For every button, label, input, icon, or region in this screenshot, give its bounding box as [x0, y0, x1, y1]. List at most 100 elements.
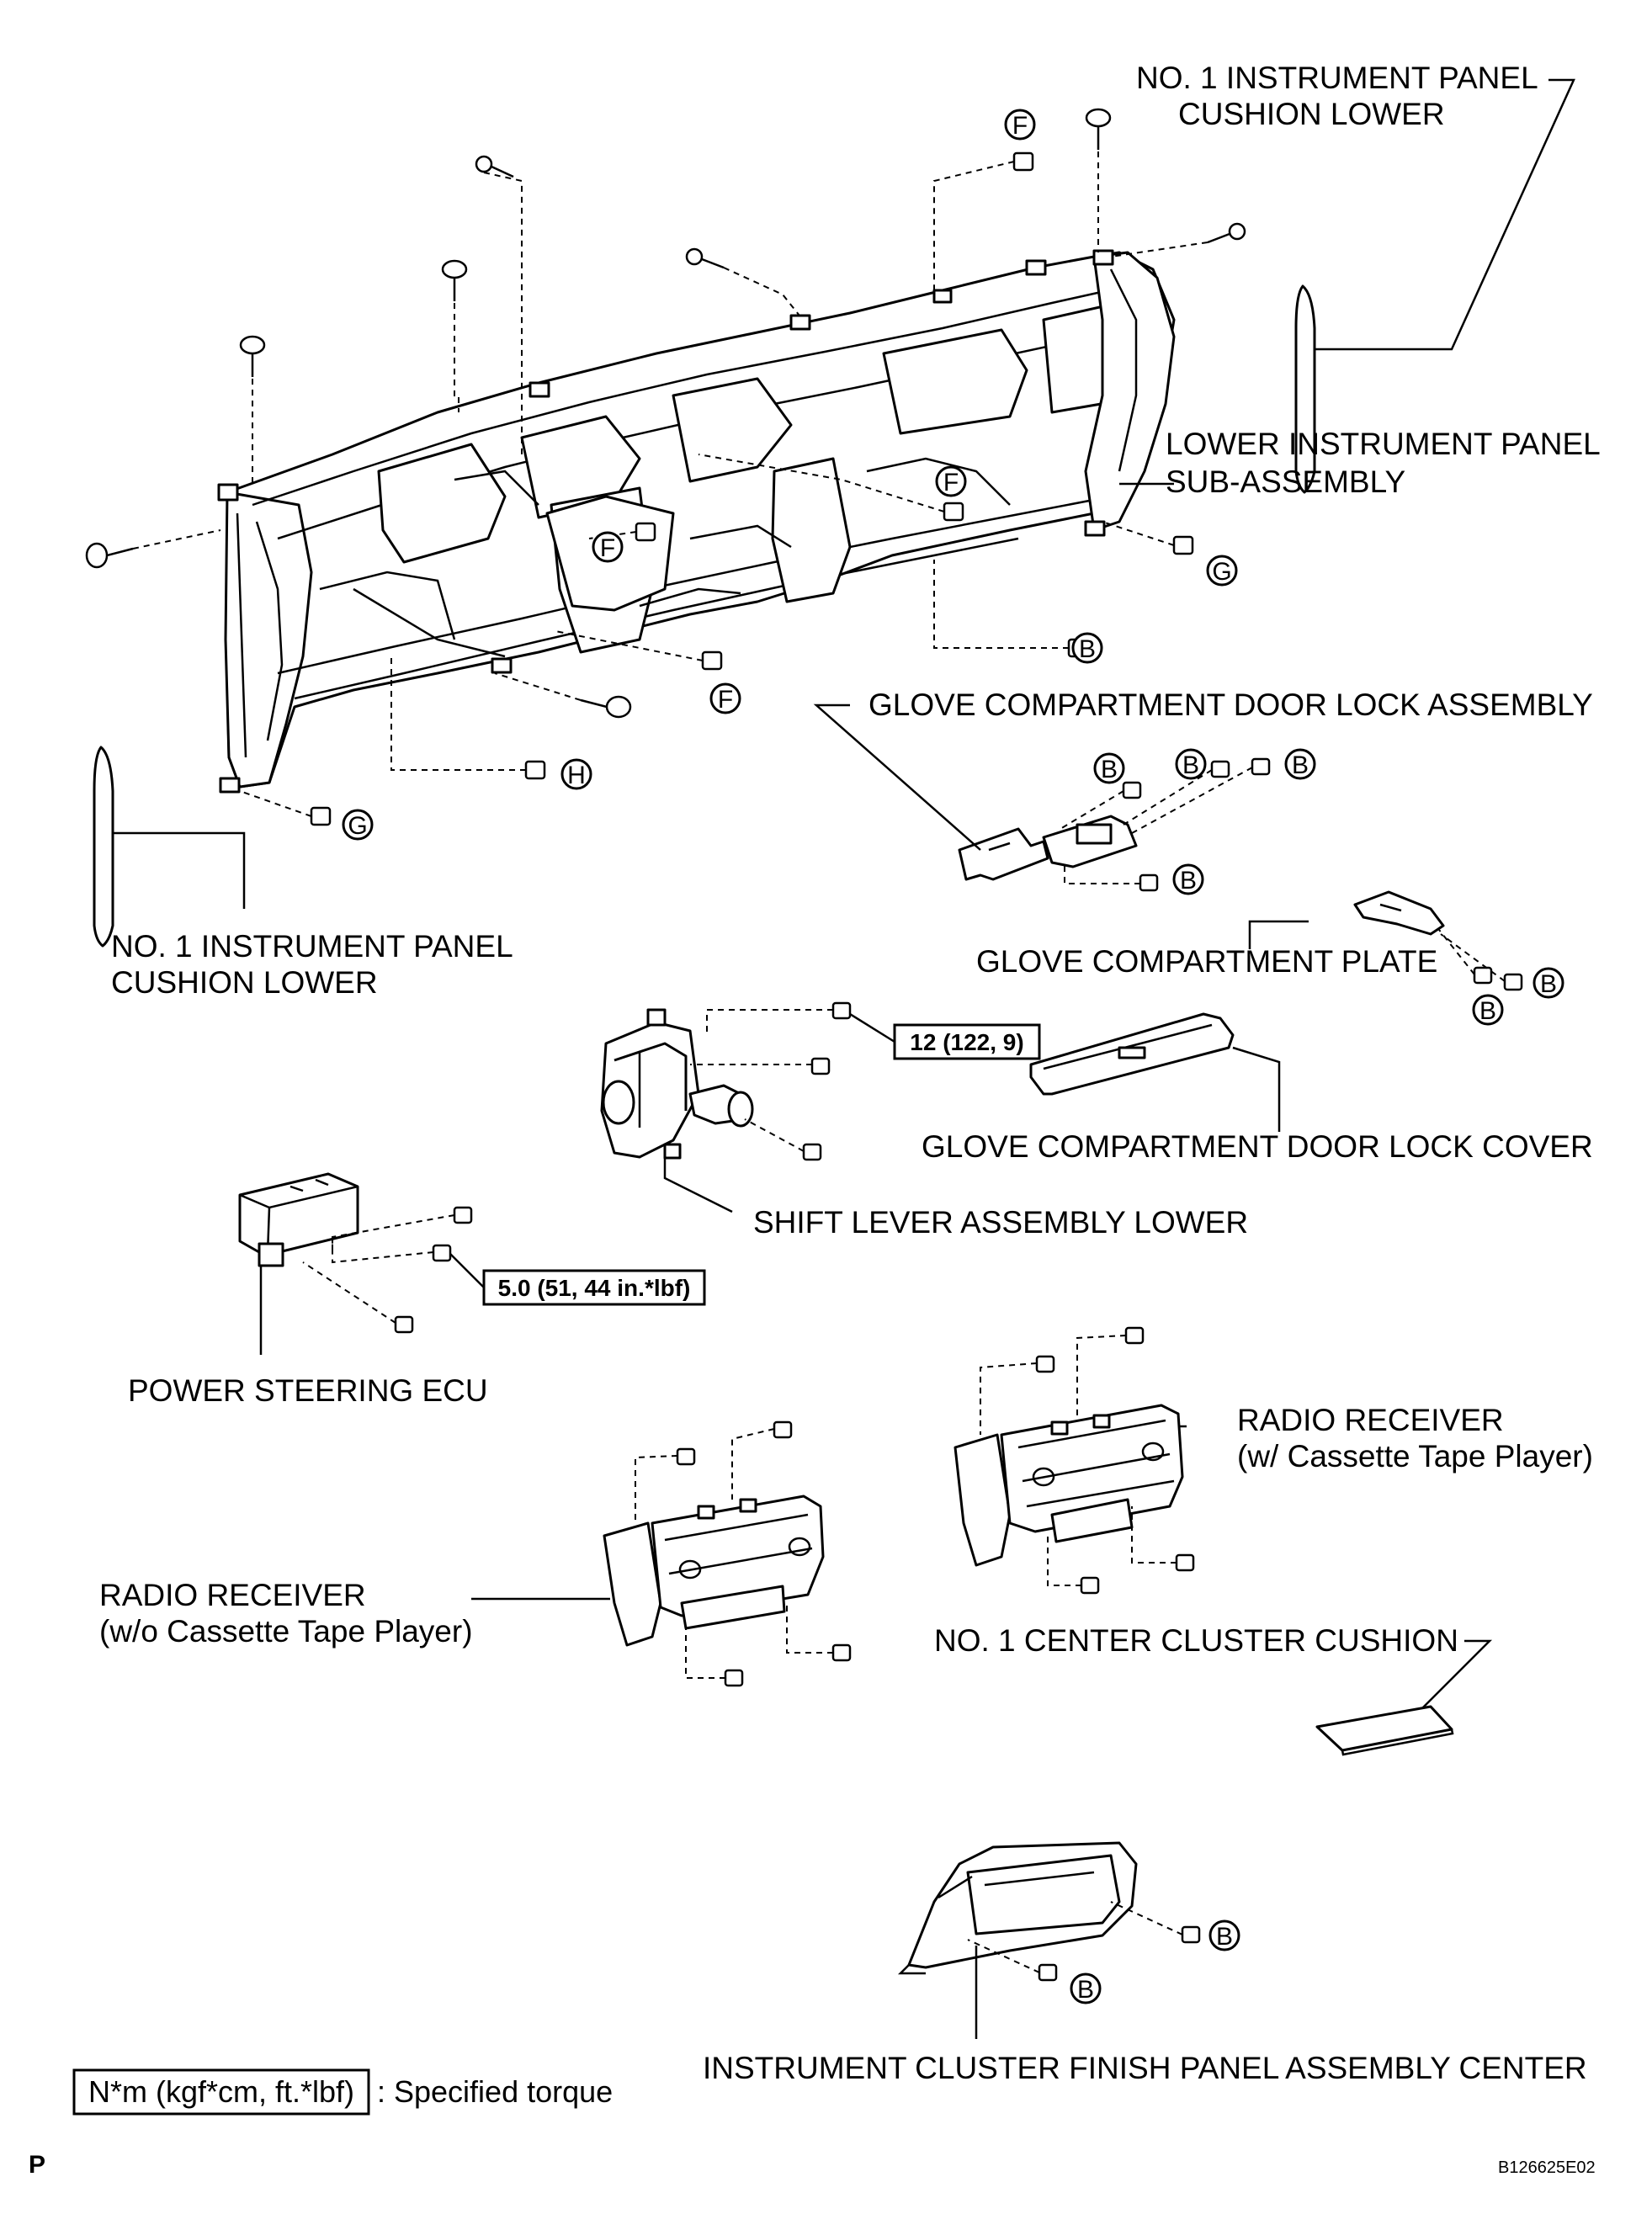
fastener-code-b: B: [1175, 748, 1207, 780]
fastener-code-f: F: [709, 682, 741, 714]
torque-box-shift-lever: 12 (122, 9): [849, 1012, 1041, 1060]
fastener-code-b: B: [1070, 1972, 1102, 2004]
fastener-code-b: B: [1093, 752, 1125, 784]
bolt-icon: [943, 502, 964, 522]
svg-text:B: B: [1292, 751, 1309, 779]
shift-lever-assembly-lower-drawing: [600, 1008, 754, 1160]
svg-text:B: B: [1479, 997, 1496, 1025]
svg-text:B: B: [1079, 635, 1096, 663]
screw-icon: [1207, 222, 1246, 244]
no1-center-cluster-cushion-drawing: [1315, 1705, 1454, 1756]
torque-box-power-steering: 5.0 (51, 44 in.*lbf): [449, 1253, 706, 1306]
fastener-code-b: B: [1071, 632, 1103, 664]
label-shift-lever: SHIFT LEVER ASSEMBLY LOWER: [753, 1205, 1248, 1240]
label-center-cushion: NO. 1 CENTER CLUSTER CUSHION: [934, 1623, 1458, 1658]
svg-text:12 (122, 9): 12 (122, 9): [910, 1029, 1023, 1055]
label-glove-lock: GLOVE COMPARTMENT DOOR LOCK ASSEMBLY: [868, 688, 1593, 722]
svg-text:B: B: [1540, 970, 1557, 998]
fastener-code-g: G: [1206, 555, 1238, 587]
fastener-code-f: F: [592, 531, 624, 563]
bolt-icon: [810, 1057, 831, 1075]
bolt-icon: [1210, 760, 1230, 778]
bolt-icon: [676, 1447, 696, 1466]
label-radio-without-line2: (w/o Cassette Tape Player): [99, 1614, 473, 1649]
bolt-icon: [1139, 873, 1159, 892]
instrument-cluster-finish-panel-drawing: [897, 1841, 1138, 1975]
bolt-icon: [453, 1206, 473, 1224]
svg-text:5.0 (51, 44 in.*lbf): 5.0 (51, 44 in.*lbf): [498, 1275, 691, 1301]
label-power-steering: POWER STEERING ECU: [128, 1373, 488, 1408]
installation-lines: [132, 151, 1506, 1973]
bolt-icon: [1251, 757, 1271, 776]
svg-text:B: B: [1077, 1976, 1094, 2004]
svg-text:B: B: [1216, 1923, 1233, 1951]
bolt-icon: [1012, 151, 1034, 172]
fastener-code-markers: F F F F G G H B B B B B B B B B: [342, 109, 1564, 2004]
bolt-icon: [802, 1143, 822, 1161]
bolt-icon: [432, 1244, 452, 1262]
label-cushion-lower-left-line1: NO. 1 INSTRUMENT PANEL: [111, 929, 513, 964]
fastener-code-g: G: [342, 809, 374, 841]
leader-lines: [113, 78, 1575, 2039]
label-cushion-lower-left-line2: CUSHION LOWER: [111, 965, 378, 1000]
bolt-icon: [310, 806, 332, 826]
svg-text:H: H: [567, 762, 586, 789]
svg-text:B: B: [1182, 751, 1199, 779]
svg-text:B: B: [1101, 756, 1118, 783]
legend-unit: N*m (kgf*cm, ft.*lbf): [88, 2074, 354, 2109]
svg-text:F: F: [943, 469, 959, 496]
bolt-icon: [1172, 535, 1194, 555]
bolt-icon: [1175, 1553, 1195, 1572]
bolt-icon: [524, 760, 546, 780]
svg-text:F: F: [718, 686, 733, 714]
legend-text: : Specified torque: [377, 2074, 613, 2109]
label-finish-panel: INSTRUMENT CLUSTER FINISH PANEL ASSEMBLY…: [703, 2051, 1587, 2085]
label-glove-cover: GLOVE COMPARTMENT DOOR LOCK COVER: [922, 1129, 1593, 1164]
page-letter: P: [29, 2151, 45, 2179]
label-lower-panel-line2: SUB-ASSEMBLY: [1166, 465, 1405, 499]
bolt-icon: [1122, 781, 1142, 799]
bolt-icon: [1038, 1963, 1058, 1982]
push-clip-icon: [1085, 108, 1112, 150]
glove-compartment-plate-drawing: [1353, 890, 1445, 936]
torque-legend: N*m (kgf*cm, ft.*lbf) : Specified torque: [72, 2068, 613, 2116]
svg-text:F: F: [600, 534, 615, 562]
fastener-code-f: F: [1004, 109, 1036, 141]
label-radio-with-line2: (w/ Cassette Tape Player): [1237, 1439, 1593, 1473]
radio-receiver-without-cassette-drawing: [603, 1495, 825, 1647]
bolt-icon: [724, 1669, 744, 1687]
bolt-icon: [1080, 1576, 1100, 1595]
bolt-icon: [701, 650, 723, 671]
bolt-icon: [635, 522, 656, 542]
label-lower-panel-line1: LOWER INSTRUMENT PANEL: [1166, 427, 1601, 461]
fastener-code-b: B: [1472, 994, 1504, 1026]
part-labels: NO. 1 INSTRUMENT PANEL CUSHION LOWER LOW…: [99, 61, 1601, 2085]
fastener-code-b: B: [1208, 1919, 1240, 1951]
fastener-code-f: F: [935, 465, 967, 497]
label-radio-with-line1: RADIO RECEIVER: [1237, 1403, 1504, 1437]
bolt-icon: [831, 1643, 852, 1662]
screw-icon: [475, 155, 514, 178]
screw-icon: [685, 247, 725, 269]
bolt-icon: [831, 1001, 852, 1020]
svg-text:F: F: [1012, 112, 1028, 140]
push-clip-icon: [441, 259, 468, 301]
push-clip-icon: [239, 335, 266, 377]
label-radio-without-line1: RADIO RECEIVER: [99, 1578, 366, 1612]
bolt-icon: [1503, 973, 1523, 991]
fastener-code-b: B: [1532, 967, 1564, 999]
bolt-icon: [1181, 1925, 1201, 1944]
fastener-code-b: B: [1284, 748, 1316, 780]
push-clip-icon: [580, 695, 632, 719]
bolt-icon: [1473, 966, 1493, 985]
lower-instrument-panel-drawing: [217, 249, 1176, 794]
glove-compartment-door-lock-drawing: [958, 815, 1138, 881]
torque-boxes: 12 (122, 9) 5.0 (51, 44 in.*lbf): [449, 1012, 1041, 1306]
bolt-icon: [773, 1420, 793, 1439]
fastener-code-b: B: [1172, 863, 1204, 895]
figure-id: B126625E02: [1498, 2158, 1596, 2177]
no1-instrument-panel-cushion-lower-left: [93, 746, 114, 948]
radio-receiver-with-cassette-drawing: [953, 1404, 1184, 1567]
svg-text:G: G: [348, 812, 367, 840]
svg-text:G: G: [1212, 558, 1231, 586]
